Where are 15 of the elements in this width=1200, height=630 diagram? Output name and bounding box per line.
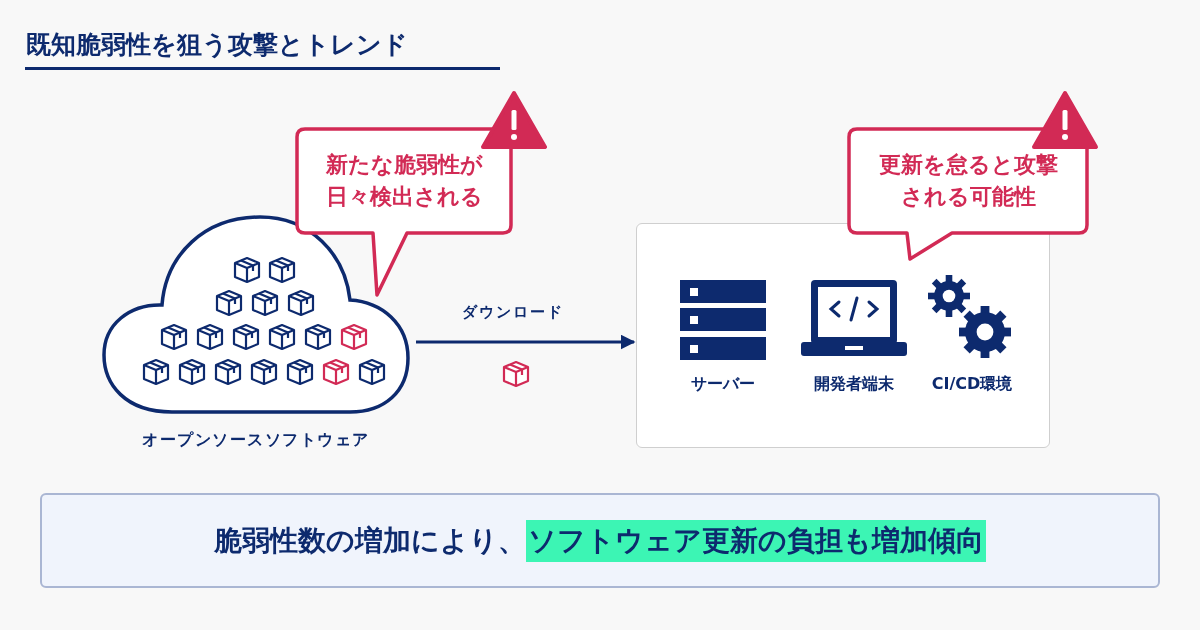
environment-panel xyxy=(636,223,1050,448)
title: 既知脆弱性を狙う攻撃とトレンド xyxy=(26,29,408,61)
cloud-caption: オープンソースソフトウェア xyxy=(141,429,371,451)
device-label: サーバー xyxy=(690,373,756,395)
arrow xyxy=(416,334,636,350)
edge-label: ダウンロード xyxy=(460,302,565,323)
speech-bubble xyxy=(847,127,1089,263)
summary-text: 脆弱性数の増加により、 xyxy=(214,522,526,559)
device-label: CI/CD環境 xyxy=(930,373,1014,395)
callout-text: 新たな脆弱性が日々検出される xyxy=(324,151,484,211)
summary-banner xyxy=(40,493,1160,588)
callout-text: 更新を怠ると攻撃される可能性 xyxy=(877,151,1059,211)
device-label: 開発者端末 xyxy=(813,373,895,395)
speech-bubble xyxy=(295,127,513,299)
highlighted-text: ソフトウェア更新の負担も増加傾向 xyxy=(526,519,986,562)
